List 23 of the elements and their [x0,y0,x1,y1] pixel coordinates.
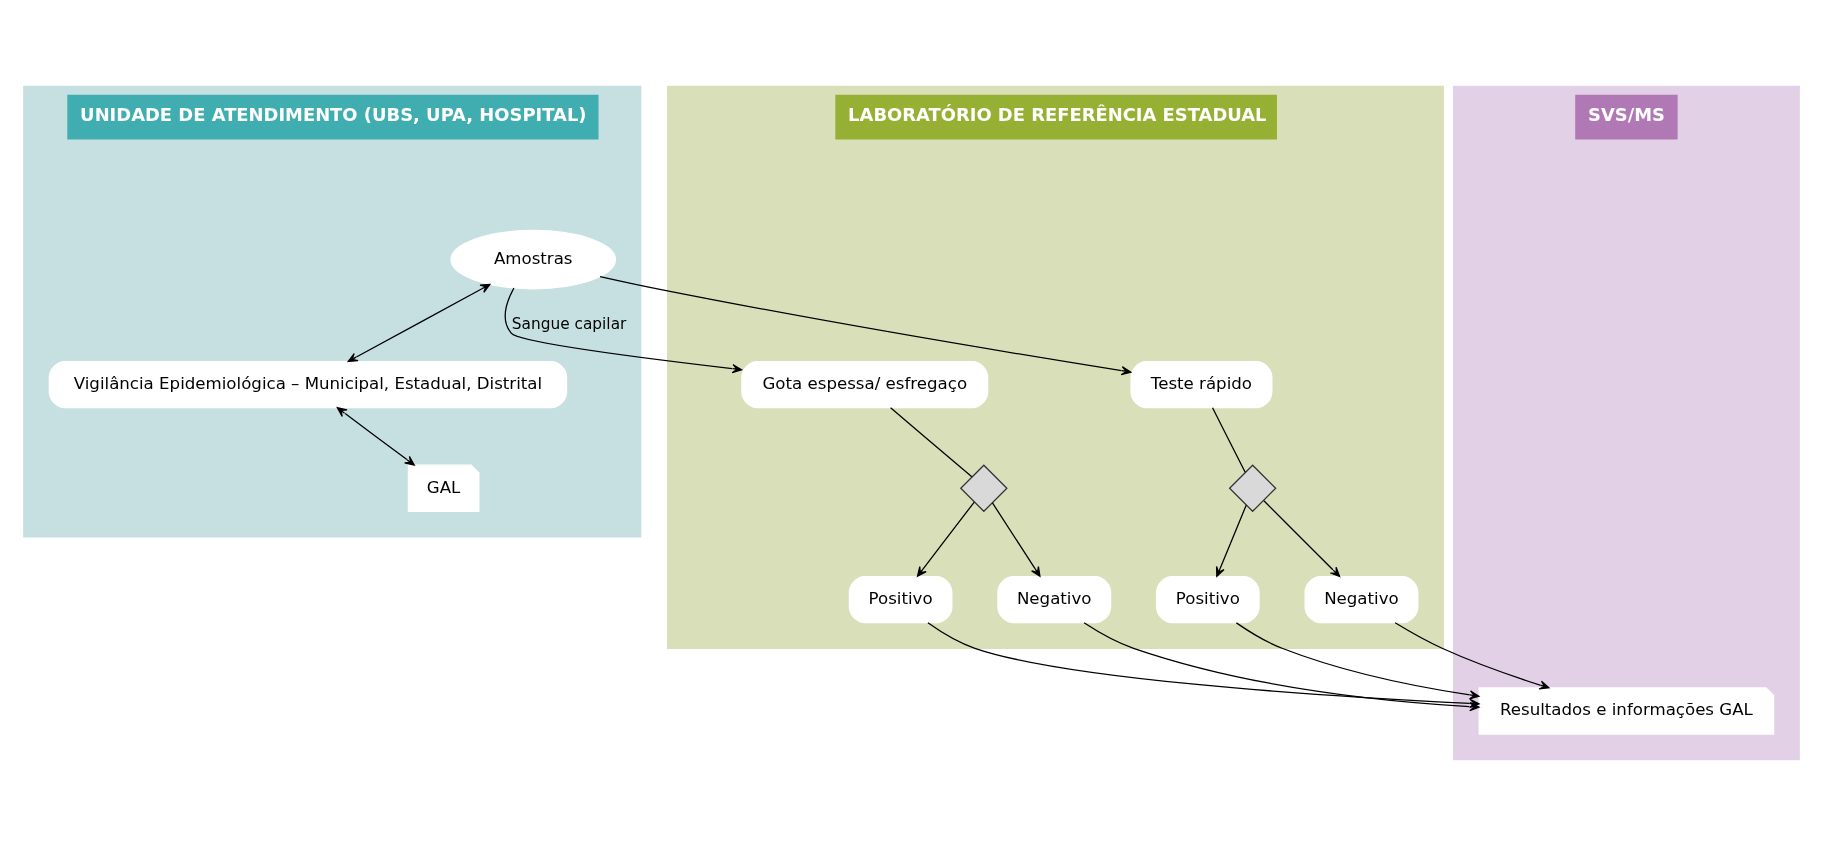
node-box: Teste rápido [1130,360,1273,408]
arrow [599,275,1132,375]
connector [1211,406,1246,473]
arrow [504,286,743,373]
node-box: Negativo [1304,575,1419,623]
node-box: Vigilância Epidemiológica – Municipal, Estadual, Distrital [48,360,568,408]
arrow [336,406,415,466]
arrow [1263,499,1341,577]
arrow [347,283,491,362]
arrow [916,500,975,577]
node-box: Negativo [997,575,1112,623]
arrow [1394,621,1550,690]
node-box: Positivo [848,575,953,623]
node-box: Gota espessa/ esfregaço [741,360,989,408]
node-diamond [959,463,1008,512]
node-ellipse: Amostras [450,229,617,289]
arrow [1215,504,1247,577]
node-box: Positivo [1156,575,1260,623]
arrow [991,501,1041,577]
node-diamond [1228,463,1277,512]
connector [889,406,973,477]
edge-label: Sangue capilar [511,314,627,333]
arrow [1235,621,1480,700]
